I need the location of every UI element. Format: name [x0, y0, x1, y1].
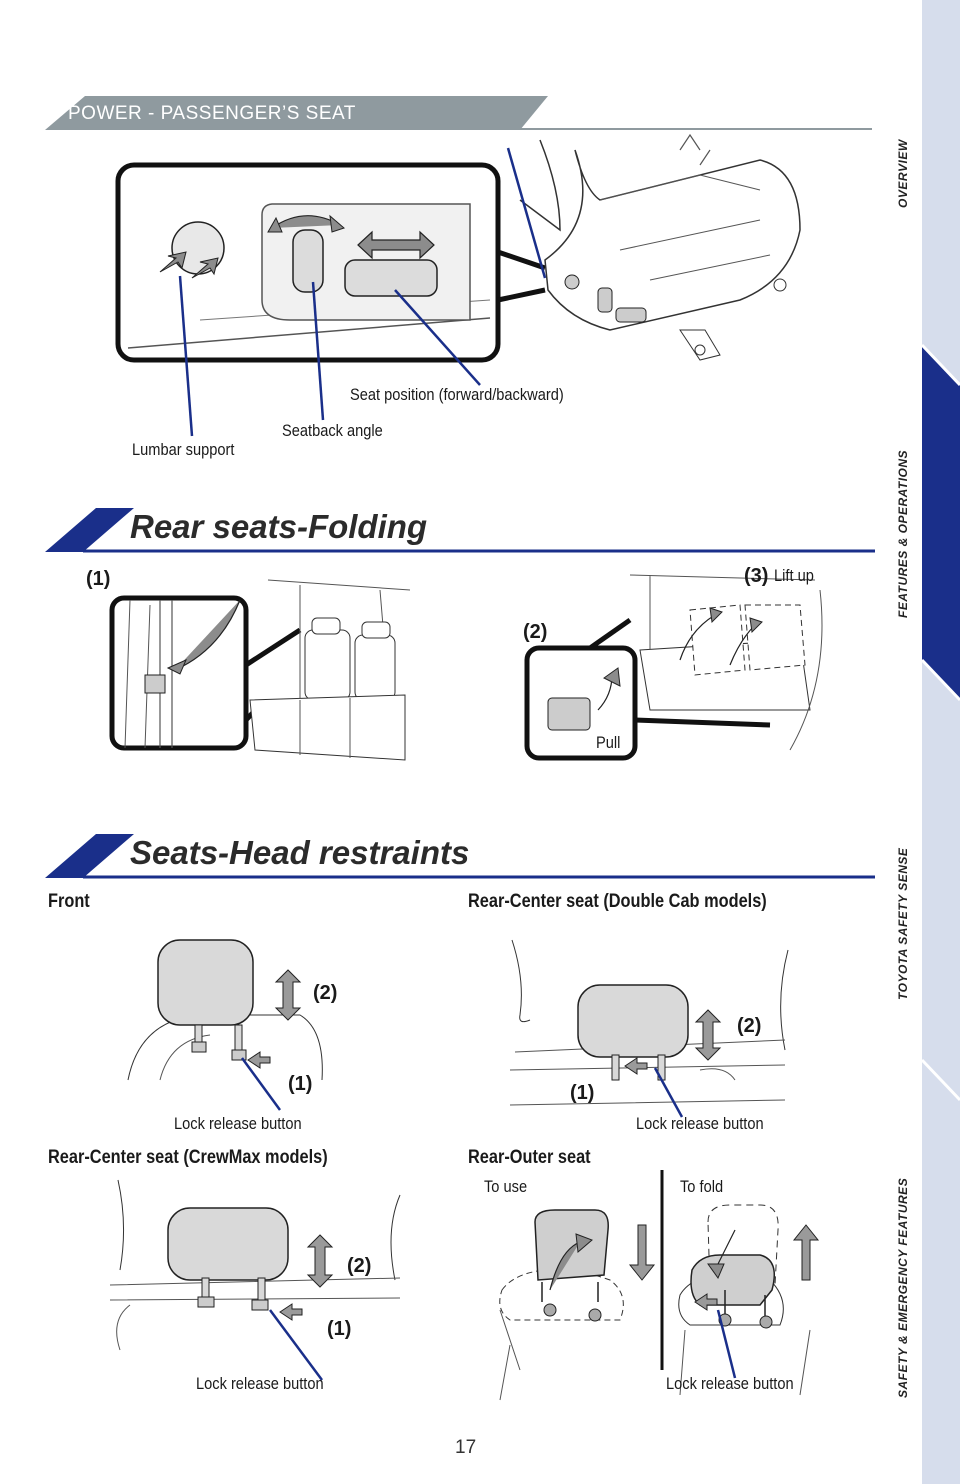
sidebar-tab-overview[interactable]: OVERVIEW	[896, 139, 910, 208]
folding-title: Rear seats-Folding	[130, 508, 428, 545]
rear-center-double-heading: Rear-Center seat (Double Cab models)	[468, 891, 767, 912]
sidebar	[920, 0, 960, 1484]
to-fold-label: To fold	[680, 1177, 724, 1196]
lumbar-support-label: Lumbar support	[132, 440, 235, 459]
folding-step-1: (1)	[86, 568, 111, 590]
rear-center-double-illustration	[509, 939, 789, 1118]
folding-section-bar	[45, 508, 875, 553]
seatback-angle-label: Seatback angle	[282, 421, 383, 440]
sidebar-tab-dividers	[920, 343, 960, 1102]
rear-center-crewmax-step-2: (2)	[347, 1255, 372, 1277]
front-headrest-illustration	[127, 939, 323, 1111]
rear-center-double-step-2: (2)	[737, 1015, 762, 1037]
rear-outer-heading: Rear-Outer seat	[468, 1147, 591, 1168]
folding-step-2: (2)	[523, 621, 548, 643]
front-step-2: (2)	[313, 982, 338, 1004]
folding-illustration	[109, 574, 823, 761]
to-use-label: To use	[484, 1177, 528, 1196]
rear-center-double-lock-release-label: Lock release button	[636, 1114, 764, 1133]
sidebar-tab-safety-emergency[interactable]: SAFETY & EMERGENCY FEATURES	[896, 1177, 910, 1398]
head-restraints-title: Seats-Head restraints	[130, 834, 470, 871]
sidebar-tab-toyota-safety-sense[interactable]: TOYOTA SAFETY SENSE	[896, 847, 910, 1000]
page-header-title: POWER - PASSENGER’S SEAT	[68, 103, 356, 124]
rear-center-crewmax-illustration	[109, 1179, 401, 1381]
header-bar	[45, 96, 872, 130]
rear-center-crewmax-lock-release-label: Lock release button	[196, 1374, 324, 1393]
front-heading: Front	[48, 891, 90, 912]
rear-center-crewmax-step-1: (1)	[327, 1318, 352, 1340]
front-step-1: (1)	[288, 1073, 313, 1095]
rear-outer-illustration	[499, 1170, 820, 1401]
rear-outer-lock-release-label: Lock release button	[666, 1374, 794, 1393]
seat-position-label: Seat position (forward/backward)	[350, 385, 564, 404]
front-lock-release-label: Lock release button	[174, 1114, 302, 1133]
power-seat-illustration	[115, 133, 801, 437]
rear-center-double-step-1: (1)	[570, 1082, 595, 1104]
head-restraints-section-bar	[45, 834, 875, 879]
lift-up-label: Lift up	[774, 566, 814, 585]
page-number: 17	[455, 1437, 477, 1458]
sidebar-tab-features-operations[interactable]: FEATURES & OPERATIONS	[896, 449, 910, 618]
pull-label: Pull	[596, 733, 621, 752]
folding-step-3: (3)	[744, 565, 769, 587]
rear-center-crewmax-heading: Rear-Center seat (CrewMax models)	[48, 1147, 328, 1168]
